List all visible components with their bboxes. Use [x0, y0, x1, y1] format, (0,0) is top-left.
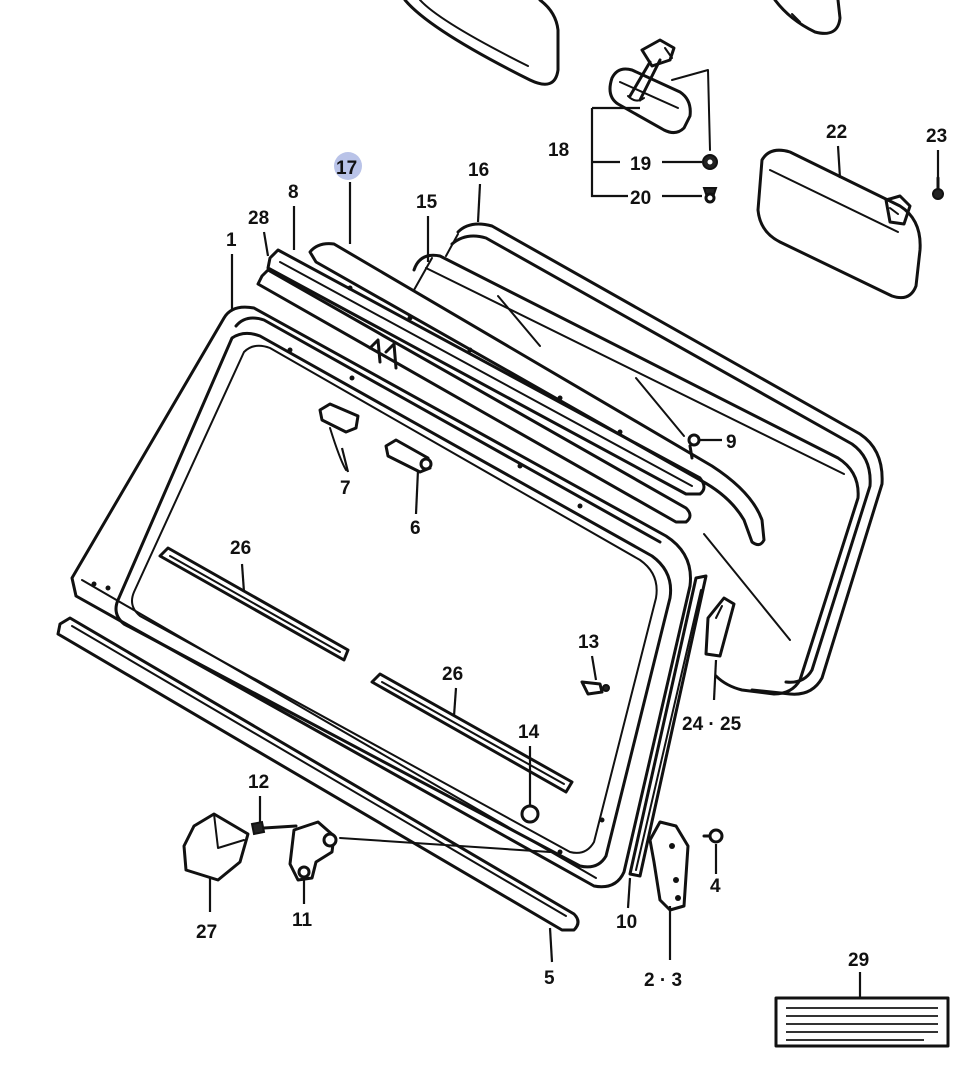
- sun-visor-left-partial: [403, 0, 560, 86]
- callout-6: 6: [410, 518, 421, 539]
- callout-17: 17: [336, 158, 357, 179]
- molding-28: [256, 268, 692, 524]
- callout-12: 12: [248, 772, 269, 793]
- pillar-trim-10: [628, 574, 708, 878]
- clip-9: [687, 433, 701, 460]
- bracket-top-partial: [773, 0, 842, 35]
- hinge-bracket-2-3: [648, 820, 690, 912]
- callout-27: 27: [196, 922, 217, 943]
- bracket-7: [318, 402, 360, 471]
- callout-2-3: 2 · 3: [644, 970, 682, 991]
- hinge-11: [288, 820, 551, 882]
- callout-10: 10: [616, 912, 637, 933]
- frame-holes: [91, 285, 623, 855]
- callout-19: 19: [630, 154, 651, 175]
- highlight-bubble-17: [334, 152, 362, 180]
- callout-23: 23: [926, 126, 947, 147]
- callout-group-18: [590, 106, 702, 198]
- cover-27: [182, 812, 250, 882]
- callout-5: 5: [544, 968, 555, 989]
- bracket-6: [384, 438, 433, 474]
- sun-visor-right: [756, 148, 922, 300]
- weatherstrip-16: [445, 222, 884, 696]
- retainer-24-25: [704, 596, 736, 658]
- visor-clip-23: [932, 176, 944, 200]
- callout-7: 7: [340, 478, 351, 499]
- mirror-screw-20: [702, 187, 718, 204]
- bolt-12: [250, 820, 298, 836]
- molding-8: [266, 248, 706, 496]
- defroster-strip-26-left: [158, 546, 350, 662]
- stopper-14: [520, 804, 540, 824]
- windshield-frame-1: [70, 305, 692, 889]
- callout-15: 15: [416, 192, 438, 213]
- bolt-4: [702, 828, 724, 844]
- callout-4: 4: [710, 876, 721, 897]
- callout-26-left: 26: [230, 538, 251, 559]
- callout-24-25: 24 · 25: [682, 714, 742, 735]
- mirror-stays: [368, 338, 398, 370]
- callout-8: 8: [288, 182, 299, 203]
- lower-seal-5: [56, 616, 580, 932]
- callout-26-right: 26: [442, 664, 463, 685]
- callout-1: 1: [226, 230, 237, 251]
- molding-17: [308, 242, 766, 547]
- callout-22: 22: [826, 122, 847, 143]
- callout-11: 11: [292, 910, 313, 931]
- callout-16: 16: [468, 160, 489, 181]
- callout-labels: 1 28 8 17 15 16 18 19 20 22 23 9 7 6 26 …: [196, 122, 947, 991]
- label-plate-29: [774, 996, 950, 1048]
- rear-view-mirror: [608, 38, 711, 151]
- leader-lines: [208, 145, 940, 998]
- callout-13: 13: [578, 632, 599, 653]
- callout-18: 18: [548, 140, 569, 161]
- defroster-strip-26-right: [370, 672, 574, 794]
- callout-29: 29: [848, 950, 869, 971]
- stopper-13: [580, 680, 610, 696]
- windshield-glass-15: [412, 253, 860, 696]
- callout-9: 9: [726, 432, 737, 453]
- mirror-nut-19: [702, 154, 718, 170]
- callout-28: 28: [248, 208, 269, 229]
- callout-20: 20: [630, 188, 651, 209]
- callout-14: 14: [518, 722, 540, 743]
